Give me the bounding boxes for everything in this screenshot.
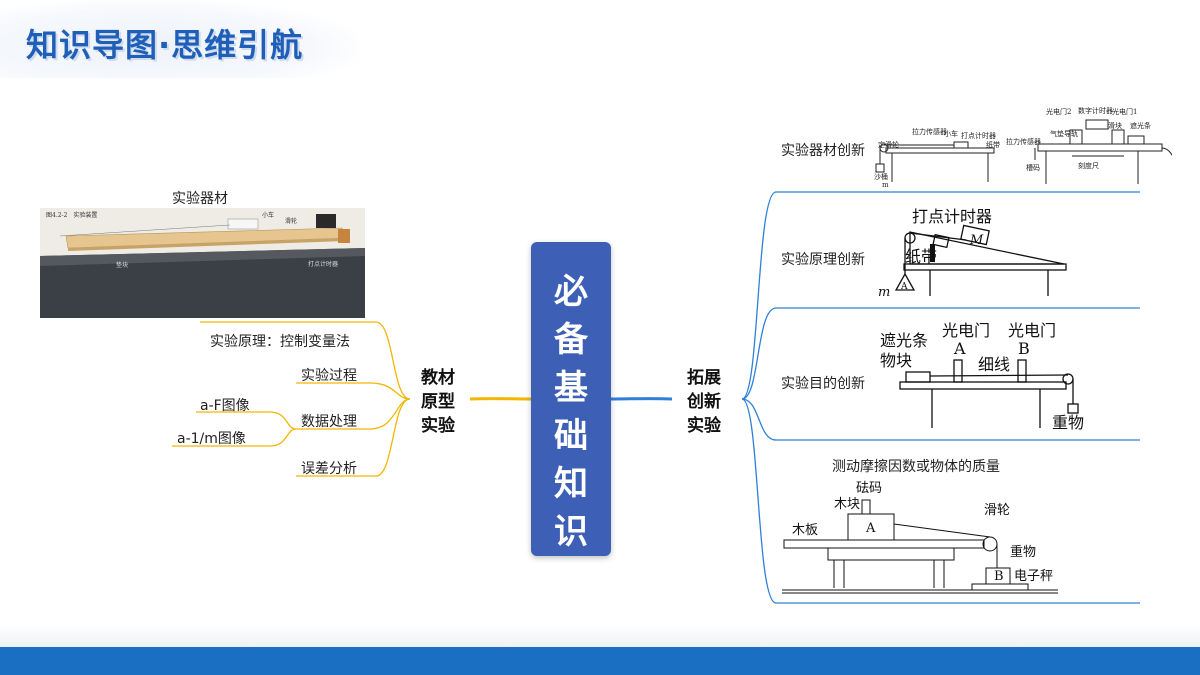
diagram1-text: 光电门1: [1112, 107, 1137, 116]
diagram3-text: 细线: [978, 355, 1010, 374]
apparatus-photo: 图4.2-2 实验装置 小车 滑轮 垫块 打点计时器: [40, 208, 365, 318]
diagram3-text: 光电门: [1008, 321, 1056, 340]
header-background: [0, 0, 360, 78]
diagram1-text: 槽码: [1026, 163, 1040, 172]
diagram2-A-label: A: [900, 282, 908, 292]
diagram4-text: 木板: [792, 523, 818, 538]
leaf-friction-measurement: 测动摩擦因数或物体的质量: [832, 459, 1000, 475]
label-line: 实验: [687, 416, 721, 436]
page-title: 知识导图·思维引航: [26, 26, 304, 64]
diagram1-text: m: [882, 181, 889, 189]
diagram1-text: 数字计时器: [1078, 106, 1113, 115]
diagram3-text: 重物: [1052, 413, 1084, 432]
center-char: 基: [554, 368, 588, 408]
leaf-a-f-graph: a-F图像: [200, 398, 250, 414]
leaf-error-analysis: 误差分析: [301, 461, 357, 477]
center-topic-box: 必 备 基 础 知 识: [531, 242, 611, 556]
photo-timer-label: 打点计时器: [308, 260, 338, 268]
diagram1-text: 沙桶: [874, 172, 888, 181]
diagram2-timer-label: 打点计时器: [912, 207, 992, 226]
diagram1-text: 定滑轮: [878, 140, 899, 149]
footer-fade: [0, 625, 1200, 647]
equipment-innovation-diagram: 定滑轮 拉力传感器 小车 打点计时器 纸带 沙桶 m 拉力传感器 光电门2 数字…: [874, 106, 1172, 189]
leaf-equipment-innovation: 实验器材创新: [781, 143, 865, 159]
diagram4-text: 电子秤: [1014, 569, 1053, 584]
leaf-process: 实验过程: [301, 368, 357, 384]
left-branch-lines: [172, 321, 411, 477]
photo-block-label: 垫块: [116, 261, 128, 269]
diagram1-text: 气垫导轨: [1050, 129, 1078, 138]
footer-bar: [0, 647, 1200, 675]
purpose-innovation-diagram: 遮光条 光电门 光电门 A B 物块 细线 重物: [880, 321, 1084, 432]
photo-pulley-label: 滑轮: [285, 217, 297, 225]
center-char: 础: [554, 416, 588, 456]
label-line: 拓展: [687, 368, 721, 388]
principle-innovation-diagram: 打点计时器 M 纸带 m A: [878, 207, 1067, 300]
center-char: 知: [554, 464, 588, 504]
diagram1-text: 打点计时器: [961, 131, 996, 140]
diagram1-text: 光电门2: [1046, 107, 1071, 116]
diagram1-text: 拉力传感器: [912, 127, 947, 136]
diagram4-text: 砝码: [856, 481, 882, 496]
leaf-purpose-innovation: 实验目的创新: [781, 376, 865, 392]
label-line: 教材: [421, 368, 455, 388]
left-branch-label: 教材 原型 实验: [414, 366, 462, 438]
right-branch-lines: [741, 191, 1140, 604]
right-branch-label: 拓展 创新 实验: [680, 366, 728, 438]
diagram3-text: A: [953, 339, 966, 358]
leaf-a-1m-graph: a-1/m图像: [177, 431, 246, 447]
diagram3-text: 物块: [880, 351, 912, 370]
center-char: 必: [554, 272, 588, 312]
diagram1-text: 纸带: [986, 140, 1000, 149]
label-line: 原型: [421, 392, 455, 412]
diagram1-text: 遮光条: [1130, 121, 1151, 130]
diagram1-text: 拉力传感器: [1006, 137, 1041, 146]
label-line: 实验: [421, 416, 455, 436]
diagram3-text: 遮光条: [880, 331, 928, 350]
diagram2-m-label: m: [878, 285, 890, 300]
diagram4-text: A: [865, 521, 876, 536]
diagram4-text: B: [994, 569, 1004, 584]
label-line: 创新: [687, 392, 721, 412]
diagram1-text: 刻度尺: [1078, 161, 1099, 170]
leaf-principle: 实验原理：控制变量法: [210, 334, 350, 350]
diagram2-M-label: M: [969, 233, 984, 248]
diagram1-text: 滑块: [1108, 121, 1122, 130]
diagram3-text: B: [1018, 339, 1030, 358]
diagram2-tape-label: 纸带: [905, 247, 937, 266]
leaf-principle-innovation: 实验原理创新: [781, 252, 865, 268]
apparatus-photo-drawing: 图4.2-2 实验装置 小车 滑轮 垫块 打点计时器: [40, 208, 365, 318]
center-char: 识: [554, 512, 588, 552]
friction-measurement-diagram: 砝码 木块 A 木板 滑轮 重物 B 电子秤: [782, 481, 1058, 594]
diagram4-text: 木块: [834, 497, 860, 512]
diagram4-text: 滑轮: [984, 503, 1010, 518]
photo-fig-label: 图4.2-2 实验装置: [46, 211, 97, 219]
diagram4-text: 重物: [1010, 544, 1036, 560]
diagram3-text: 光电门: [942, 321, 990, 340]
leaf-data-processing: 数据处理: [301, 414, 357, 430]
photo-cart-label: 小车: [262, 211, 274, 219]
center-char: 备: [554, 320, 588, 360]
photo-caption: 实验器材: [172, 191, 228, 207]
diagram1-text: 小车: [944, 129, 958, 138]
